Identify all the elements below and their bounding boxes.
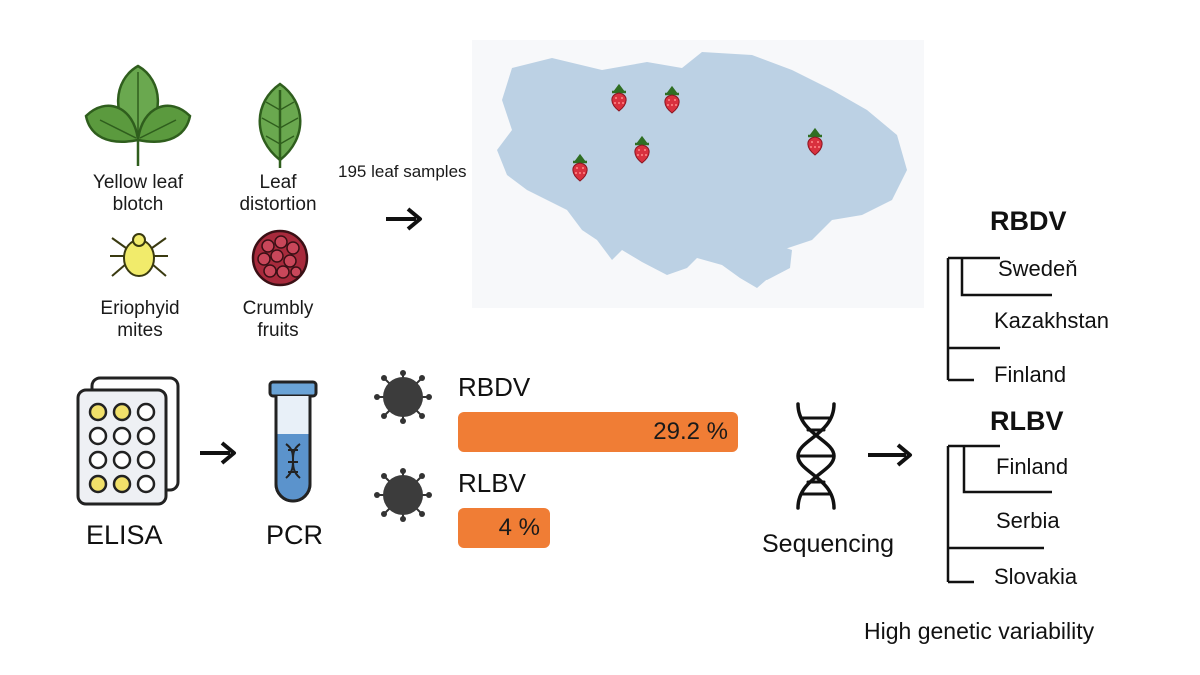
pcr-tube-icon	[268, 380, 318, 508]
tree-leaf-rlbv-2: Serbia	[996, 508, 1060, 533]
ukraine-map	[497, 52, 907, 288]
virus-icon	[370, 468, 436, 527]
symptom-yellow-leaf-blotch: Yellow leaf blotch	[92, 172, 184, 215]
method-elisa: ELISA	[86, 520, 163, 550]
virus-icon	[370, 370, 436, 429]
tree-leaf-rbdv-1: Swedeň	[998, 256, 1078, 281]
sample-site-marker-1	[608, 83, 630, 117]
mite-icon	[108, 228, 170, 286]
detection-bar-rlbv: 4 %	[458, 508, 550, 548]
elisa-plate-icon	[74, 376, 182, 506]
symptom-eriophyid-mites: Eriophyid mites	[100, 298, 180, 341]
virus-name-rbdv: RBDV	[458, 372, 531, 402]
method-pcr: PCR	[266, 520, 324, 550]
phylo-tree-rbdv	[944, 240, 1054, 390]
symptom-leaf-distortion: Leaf distortion	[239, 172, 317, 215]
crumbly-fruit-icon	[250, 228, 310, 288]
samples-label: 195 leaf samples	[338, 162, 467, 181]
sample-site-marker-2	[661, 85, 683, 119]
tree-title-rlbv: RLBV	[990, 406, 1064, 436]
tree-leaf-rlbv-1: Finland	[996, 454, 1069, 479]
arrow-icon	[866, 440, 916, 475]
phylo-tree-rlbv	[944, 440, 1054, 590]
virus-name-rlbv: RLBV	[458, 468, 526, 498]
method-sequencing: Sequencing	[762, 530, 895, 558]
tree-title-rbdv: RBDV	[990, 206, 1067, 236]
leaf-icon-single	[250, 80, 310, 170]
tree-leaf-rlbv-3: Slovakia	[994, 564, 1078, 589]
leaf-icon-trifoliate	[78, 58, 198, 168]
map-panel	[472, 40, 924, 308]
tree-leaf-rbdv-2: Kazakhstan	[994, 308, 1109, 333]
dna-icon	[786, 400, 846, 512]
sample-site-marker-4	[569, 153, 591, 187]
symptom-crumbly-fruits: Crumbly fruits	[242, 298, 314, 341]
arrow-icon	[384, 204, 424, 239]
conclusion-text: High genetic variability	[864, 618, 1095, 644]
sample-site-marker-3	[631, 135, 653, 169]
arrow-icon	[198, 438, 238, 473]
detection-bar-rbdv: 29.2 %	[458, 412, 738, 452]
tree-leaf-rbdv-3: Finland	[994, 362, 1067, 387]
sample-site-marker-5	[804, 127, 826, 161]
